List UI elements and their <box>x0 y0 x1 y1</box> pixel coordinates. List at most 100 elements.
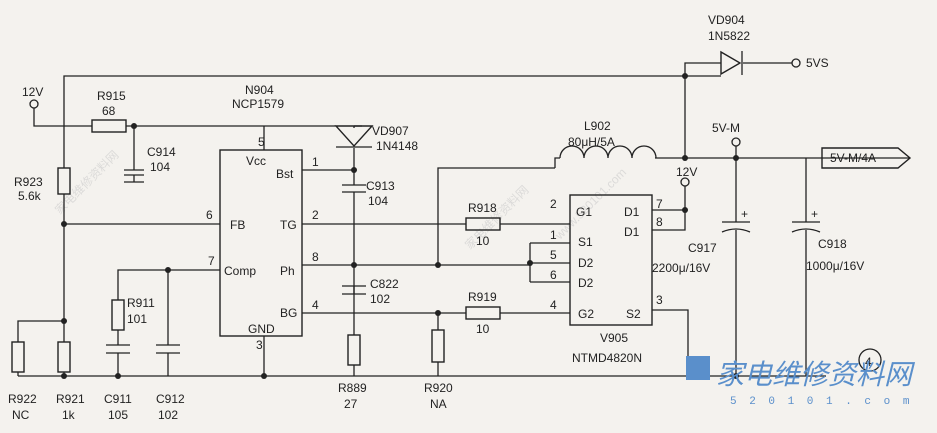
mosfet-pin-g1: G1 <box>576 205 592 219</box>
ic-pin-gnd: GND <box>248 322 275 336</box>
watermark-brand: 家电维修资料网 5 2 0 1 0 1 . c o m <box>686 356 916 408</box>
r922-value: NC <box>12 408 30 422</box>
badge-number: 4 <box>865 355 872 369</box>
c917-value: 2200μ/16V <box>652 261 710 275</box>
mosfet-pin-num-d1b: 8 <box>656 215 663 229</box>
c917-ref: C917 <box>688 241 717 255</box>
mosfet-pin-d2a: D2 <box>578 256 594 270</box>
l902-ref: L902 <box>584 119 611 133</box>
c912-value: 102 <box>158 408 178 422</box>
ic-pin-num-bg: 4 <box>312 298 319 312</box>
mosfet-pin-d1b: D1 <box>624 225 640 239</box>
mosfet-pin-num-g1: 2 <box>550 197 557 211</box>
resistors: R915 68 R923 5.6k R922 NC R921 1k R911 1… <box>8 89 501 422</box>
c918-value: 1000μ/16V <box>806 259 864 273</box>
wires <box>17 62 910 377</box>
ic-pin-num-vcc: 5 <box>258 135 265 149</box>
r919-ref: R919 <box>468 290 497 304</box>
r920-ref: R920 <box>424 381 453 395</box>
junctions <box>61 73 739 379</box>
ic-pin-num-gnd: 3 <box>256 338 263 352</box>
capacitors: C914 104 C911 105 C912 102 C913 104 C822… <box>104 145 864 422</box>
mosfet-pin-num-d2b: 6 <box>550 268 557 282</box>
terminal-5vs <box>791 58 801 68</box>
c911-value: 105 <box>108 408 128 422</box>
c914-value: 104 <box>150 160 170 174</box>
ic-pin-bst: Bst <box>276 167 294 181</box>
mosfet-designator: V905 <box>600 331 628 345</box>
terminal-12v-d1 <box>680 177 690 187</box>
c912-ref: C912 <box>156 392 185 406</box>
watermark-faint-2: 家电维修资料网 <box>462 182 532 252</box>
r921-ref: R921 <box>56 392 85 406</box>
r921-value: 1k <box>62 408 76 422</box>
c918-plus: + <box>811 207 818 221</box>
c911-ref: C911 <box>104 392 132 406</box>
ic-pin-num-fb: 6 <box>206 208 213 222</box>
ic-pin-num-comp: 7 <box>208 254 215 268</box>
figure-badge: 4 <box>858 348 882 372</box>
r919-body <box>465 306 501 320</box>
mosfet-pin-d2b: D2 <box>578 276 594 290</box>
terminals: 12V 5VS 5V-M 12V 5V-M/4A <box>22 56 912 187</box>
r915-value: 68 <box>102 104 116 118</box>
l902-value: 80μH/5A <box>568 135 615 149</box>
ic-pin-num-bst: 1 <box>312 155 319 169</box>
r922-ref: R922 <box>8 392 37 406</box>
mosfet-pin-num-s1: 1 <box>550 228 557 242</box>
watermark-brand-url: 5 2 0 1 0 1 . c o m <box>730 396 912 408</box>
vd904-body <box>720 50 742 76</box>
r889-value: 27 <box>344 397 358 411</box>
mosfet-v905: G1 S1 D2 D2 G2 D1 D1 S2 2 1 5 6 4 7 8 3 … <box>550 194 663 365</box>
ic-pin-comp: Comp <box>224 264 256 278</box>
r920-value: NA <box>430 397 447 411</box>
c918-ref: C918 <box>818 237 847 251</box>
mosfet-pin-num-g2: 4 <box>550 298 557 312</box>
vd907-ref: VD907 <box>372 124 409 138</box>
r911-ref: R911 <box>127 296 155 310</box>
r923-ref: R923 <box>14 175 43 189</box>
vd907-body <box>334 125 374 148</box>
watermark-faint-1: 家电维修资料网 <box>52 147 122 217</box>
c913-value: 104 <box>368 194 388 208</box>
mosfet-pin-s2: S2 <box>626 307 641 321</box>
watermark-brand-text: 家电维修资料网 <box>716 358 916 391</box>
net-5vs: 5VS <box>806 56 829 70</box>
diodes: VD907 1N4148 VD904 1N5822 <box>334 13 750 153</box>
inductor-l902: L902 80μH/5A <box>559 119 657 159</box>
c822-ref: C822 <box>370 277 399 291</box>
terminal-5vm <box>731 137 741 147</box>
terminal-12v-in <box>29 99 39 109</box>
r918-ref: R918 <box>468 201 497 215</box>
net-output: 5V-M/4A <box>830 151 876 165</box>
watermark-faint: 家电维修资料网 家电维修资料网 www.520101.com <box>52 147 630 252</box>
net-5vm: 5V-M <box>712 121 740 135</box>
output-arrow <box>821 147 912 169</box>
r911-value: 101 <box>127 312 147 326</box>
mosfet-pin-num-d2a: 5 <box>550 248 557 262</box>
ic-pin-ph: Ph <box>280 264 295 278</box>
mosfet-pin-s1: S1 <box>578 235 593 249</box>
r915-ref: R915 <box>97 89 126 103</box>
c913-ref: C913 <box>366 179 395 193</box>
ic-pin-num-ph: 8 <box>312 250 319 264</box>
net-12v-in: 12V <box>22 85 43 99</box>
mosfet-pin-g2: G2 <box>578 307 594 321</box>
mosfet-pin-num-d1a: 7 <box>656 197 663 211</box>
ic-pin-num-tg: 2 <box>312 208 319 222</box>
r923-body <box>57 167 71 195</box>
r889-ref: R889 <box>338 381 367 395</box>
ic-part: NCP1579 <box>232 97 284 111</box>
c914-ref: C914 <box>147 145 176 159</box>
c822-value: 102 <box>370 292 390 306</box>
ic-n904: N904 NCP1579 Vcc Bst FB TG Comp Ph BG GN… <box>206 83 319 352</box>
mosfet-part: NTMD4820N <box>572 351 642 365</box>
r915-body <box>91 119 127 133</box>
vd904-value: 1N5822 <box>708 29 750 43</box>
r921-body <box>57 341 71 373</box>
vd904-ref: VD904 <box>708 13 745 27</box>
watermark-logo <box>686 356 710 380</box>
ic-designator: N904 <box>245 83 274 97</box>
